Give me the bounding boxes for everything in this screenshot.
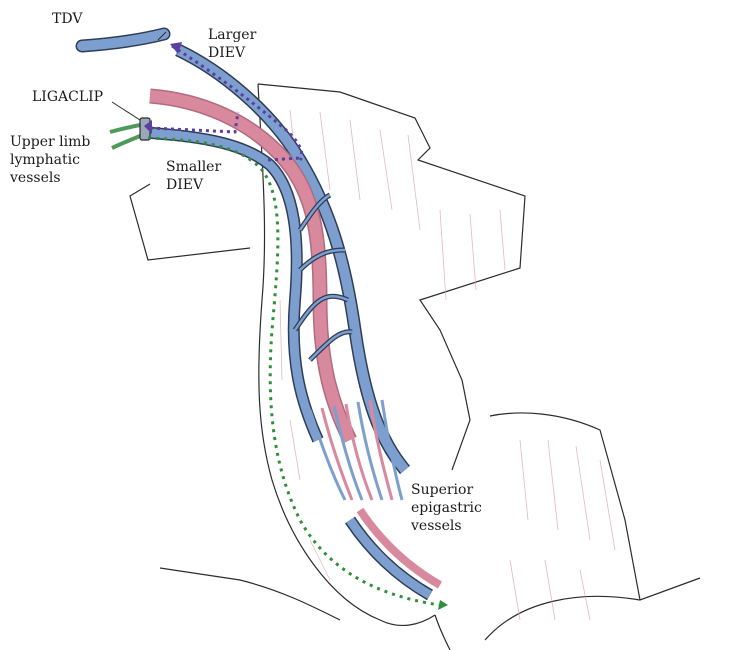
label-upper-limb-line2: lymphatic bbox=[10, 151, 90, 169]
label-upper-limb-lymphatic-vessels: Upper limb lymphatic vessels bbox=[10, 133, 90, 187]
label-tdv: TDV bbox=[52, 10, 82, 28]
label-upper-limb-line1: Upper limb bbox=[10, 133, 90, 151]
pedicle-base-outline bbox=[435, 615, 450, 650]
lower-right-flap-outline bbox=[485, 578, 700, 640]
lower-left-flap-outline bbox=[160, 568, 340, 620]
label-smaller-diev-line1: Smaller bbox=[166, 158, 221, 176]
label-larger-diev: Larger DIEV bbox=[208, 26, 256, 62]
label-superior-line2: epigastric bbox=[411, 499, 482, 517]
label-upper-limb-line3: vessels bbox=[10, 169, 90, 187]
left-skin-flap-outline bbox=[130, 184, 250, 260]
ligaclip-leader bbox=[112, 102, 140, 120]
label-superior-line3: vessels bbox=[411, 517, 482, 535]
label-larger-diev-line2: DIEV bbox=[208, 44, 256, 62]
label-smaller-diev-line2: DIEV bbox=[166, 176, 221, 194]
label-superior-line1: Superior bbox=[411, 481, 482, 499]
lymphatic-arrowhead bbox=[438, 600, 448, 610]
right-lower-flap-outline bbox=[490, 413, 640, 600]
label-ligaclip: LIGACLIP bbox=[32, 88, 103, 106]
label-superior-epigastric-vessels: Superior epigastric vessels bbox=[411, 481, 482, 535]
label-larger-diev-line1: Larger bbox=[208, 26, 256, 44]
label-smaller-diev: Smaller DIEV bbox=[166, 158, 221, 194]
